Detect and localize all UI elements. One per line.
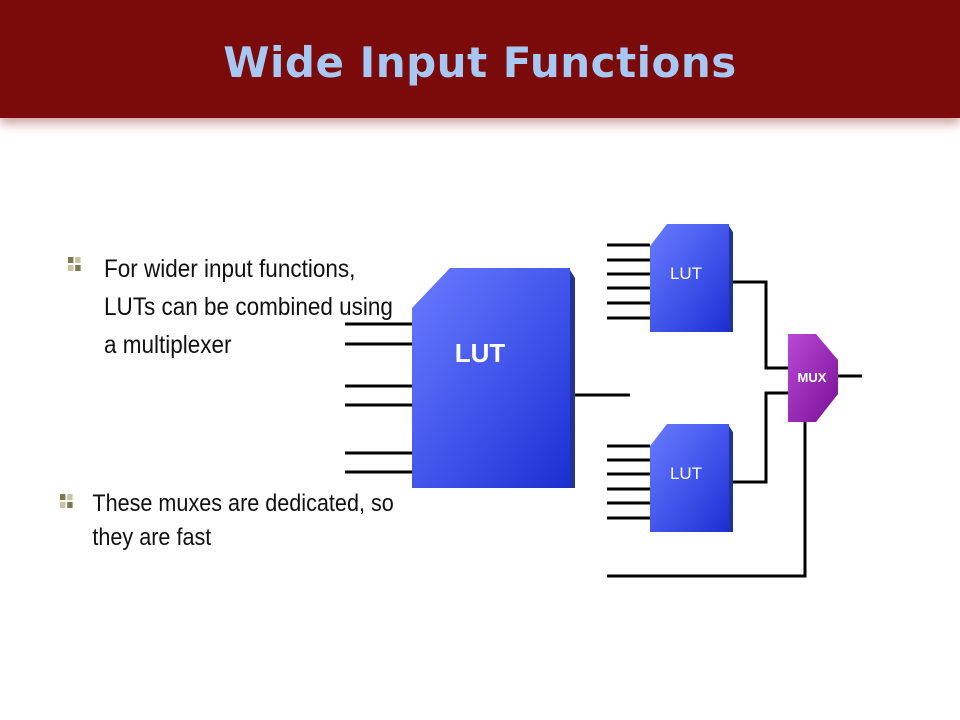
wires [345,243,862,578]
slide-title: Wide Input Functions [223,38,737,87]
top-lut-label: LUT [670,264,702,283]
bullet-line: For wider input functions, [104,255,356,283]
bullet-icon [68,257,82,273]
bullet-dedicated-muxes: These muxes are dedicated, so they are f… [60,487,438,567]
bullet-line: they are fast [92,524,212,551]
title-bar: Wide Input Functions [0,0,960,118]
mux-label: MUX [798,370,827,385]
big-lut-label: LUT [455,338,506,368]
bottom-lut-label: LUT [670,464,702,483]
bullet-line: a multiplexer [104,331,232,359]
bullet-line: LUTs can be combined using [104,293,393,321]
bullet-icon [60,494,74,510]
bullet-text: For wider input functions, LUTs can be c… [104,250,393,364]
bottom-lut-block: LUT [650,424,733,532]
big-lut-block: LUT [412,268,575,488]
mux-block: MUX [788,334,838,422]
bullet-wide-functions: For wider input functions, LUTs can be c… [68,250,393,370]
top-lut-block: LUT [650,224,733,332]
bullet-text: These muxes are dedicated, so they are f… [92,487,393,555]
bullet-line: These muxes are dedicated, so [92,490,394,517]
